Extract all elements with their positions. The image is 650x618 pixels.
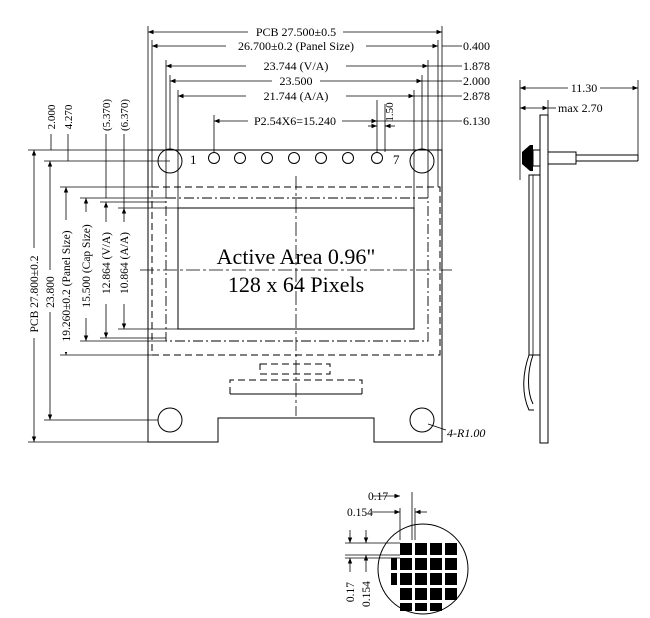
side-width-dim: 11.30	[571, 81, 598, 95]
dim-pin-pitch: P2.54X6=15.240	[254, 114, 336, 128]
fpc-dashed	[259, 363, 331, 375]
pixel-pitch-x: 0.17	[368, 491, 388, 503]
dim-pcb-height: PCB 27.800±0.2	[29, 255, 41, 332]
header-pins	[208, 152, 383, 164]
hole-note-leader	[427, 423, 447, 431]
dim-aa-height: 10.864 (A/A)	[119, 232, 131, 294]
pixel-detail	[345, 492, 469, 615]
dim-panel-width: 26.700±0.2 (Panel Size)	[238, 39, 354, 53]
dim-aa-width: 21.744 (A/A)	[264, 89, 329, 103]
dim-cap-height: 15.500 (Cap Size)	[81, 224, 93, 308]
dim-panel-height: 19.260±0.2 (Panel Size)	[61, 230, 73, 341]
pixel-count-label: 128 x 64 Pixels	[228, 272, 364, 297]
fpc-bend-dashed	[229, 379, 363, 394]
pin-1-label: 1	[190, 152, 197, 167]
dim-2-000-right: 2.000	[463, 74, 490, 88]
dim-4-270: 4.270	[63, 104, 75, 129]
pixel-size-y: 0.154	[361, 581, 373, 607]
dim-2-000-left: 2.000	[46, 104, 58, 129]
left-dimensions	[26, 134, 178, 443]
pixel-pitch-y: 0.17	[345, 582, 357, 602]
mount-hole-bottom-right	[409, 407, 435, 433]
dim-va-width: 23.744 (V/A)	[264, 59, 329, 73]
active-area-label: Active Area 0.96"	[217, 244, 376, 269]
dim-1-50: 1.50	[384, 102, 396, 122]
dim-0-400: 0.400	[463, 39, 490, 53]
dim-2-878: 2.878	[463, 89, 490, 103]
pin-7-label: 7	[393, 152, 400, 167]
dim-23800-height: 23.800	[45, 276, 57, 308]
side-view	[519, 80, 639, 444]
dim-pcb-width: PCB 27.500±0.5	[256, 25, 336, 39]
pixel-size-x: 0.154	[347, 507, 373, 519]
dim-23500-width: 23.500	[280, 74, 313, 88]
pcb-outline	[147, 149, 443, 443]
top-dimensions	[147, 24, 443, 208]
dim-5-370: (5.370)	[101, 99, 113, 131]
dim-6-130: 6.130	[463, 114, 490, 128]
hole-radius-note: 4-R1.00	[447, 426, 485, 440]
mount-hole-bottom-left	[157, 407, 183, 433]
dim-1-878: 1.878	[463, 59, 490, 73]
right-dimensions	[377, 45, 462, 122]
view-area-outline	[165, 197, 429, 342]
dim-va-height: 12.864 (V/A)	[101, 232, 113, 294]
side-max-dim: max 2.70	[558, 101, 603, 115]
dim-6-370: (6.370)	[119, 99, 131, 131]
